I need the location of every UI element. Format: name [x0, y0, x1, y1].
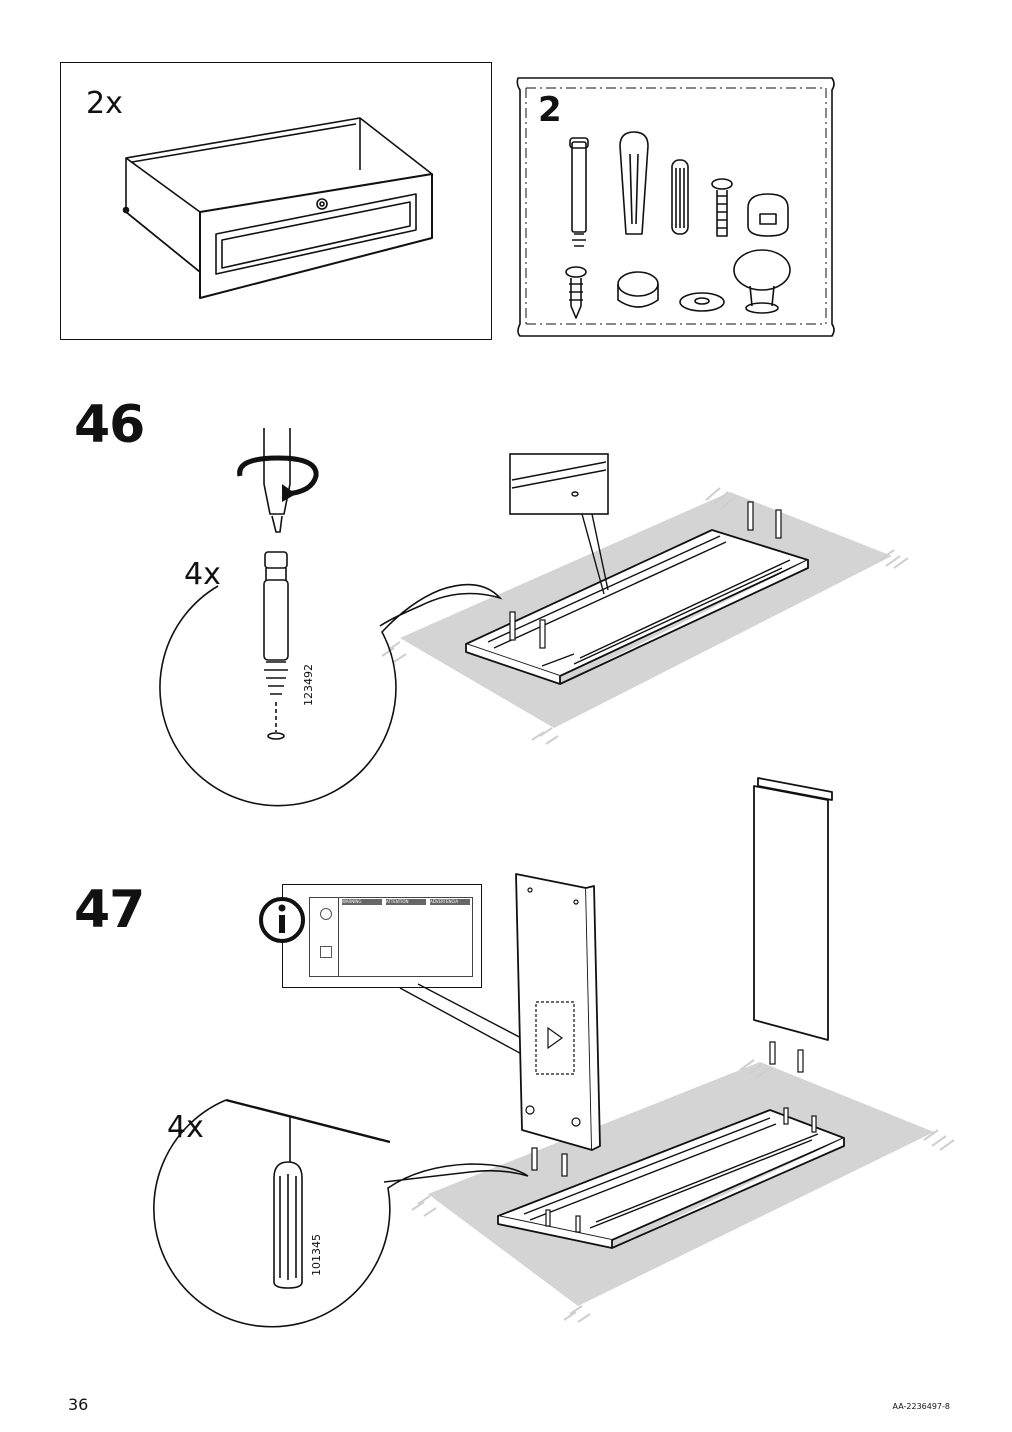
screwdriver-icon	[263, 428, 291, 533]
hardware-bag-illustration	[516, 77, 835, 337]
rotate-arrow-icon	[237, 455, 319, 497]
warning-label-callout: WARNING ATTENTION ADVERTENCIA	[282, 884, 482, 988]
document-id: AA-2236497-8	[892, 1402, 950, 1411]
warning-header-es: ADVERTENCIA	[430, 899, 470, 905]
step-46-illustration	[159, 428, 909, 807]
info-icon	[259, 897, 305, 943]
warning-header-en: WARNING	[342, 899, 382, 905]
page-number: 36	[68, 1395, 89, 1414]
step-46-number: 46	[74, 395, 145, 455]
bag-number: 2	[538, 90, 562, 130]
drawer-illustration	[122, 117, 433, 299]
warning-header-fr: ATTENTION	[386, 899, 426, 905]
step-47-number: 47	[74, 880, 145, 940]
drawer-illustration-frame	[60, 62, 492, 340]
warning-label: WARNING ATTENTION ADVERTENCIA	[309, 897, 473, 977]
step-46-quantity: 4x	[184, 557, 221, 592]
step-47-illustration	[153, 777, 955, 1328]
drawer-quantity: 2x	[86, 86, 123, 121]
